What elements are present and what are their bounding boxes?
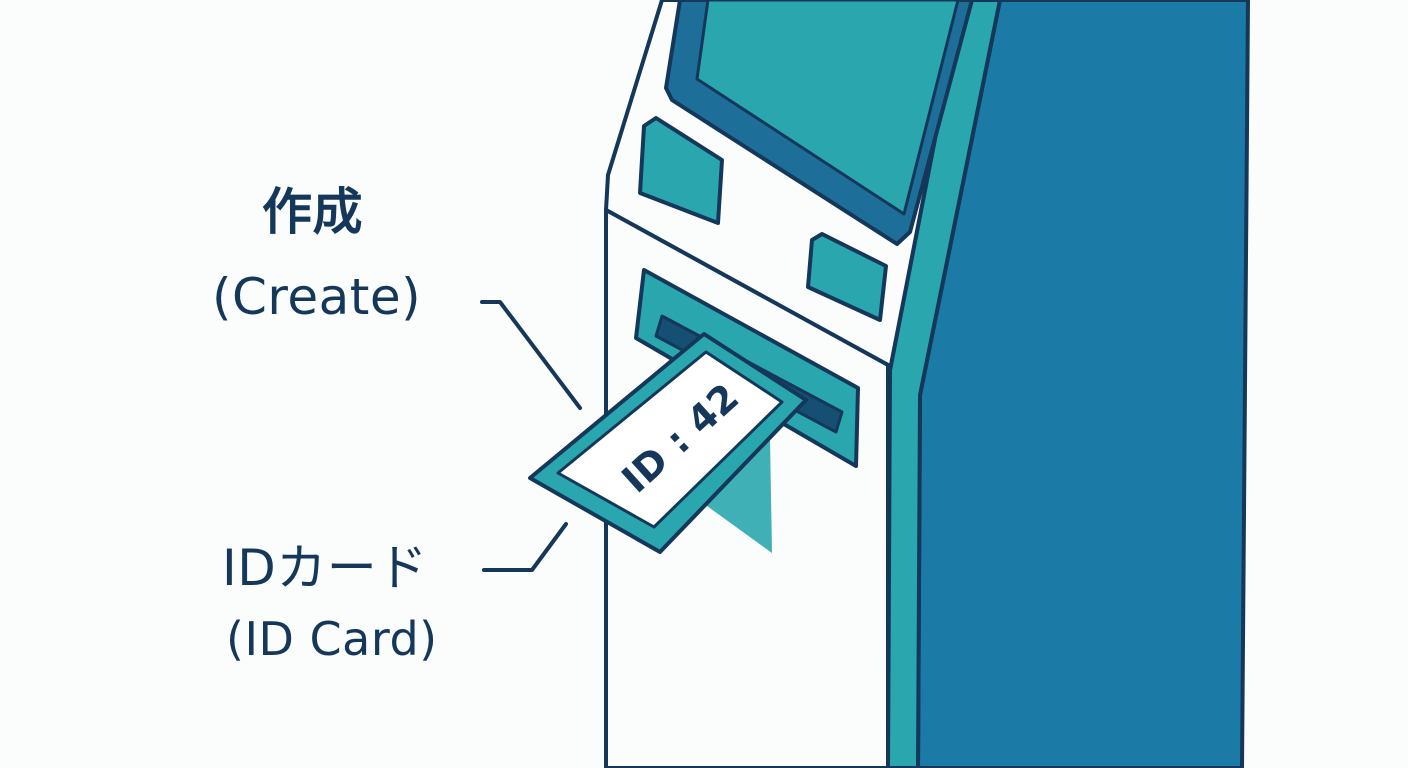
- id-card-label-en: (ID Card): [226, 612, 438, 666]
- create-label-en: (Create): [212, 268, 422, 326]
- id-card-label-jp: IDカード: [222, 539, 428, 597]
- id-card-face: [556, 350, 784, 529]
- create-label-jp: 作成: [262, 183, 363, 241]
- card-shadow: [696, 440, 772, 553]
- kiosk-button-left[interactable]: [638, 116, 724, 225]
- card-leader-line: [482, 522, 568, 572]
- create-leader-line: [480, 300, 582, 410]
- kiosk-button-right[interactable]: [806, 232, 888, 322]
- id-card[interactable]: ID : 42: [528, 332, 808, 554]
- kiosk-screen: [695, 0, 960, 216]
